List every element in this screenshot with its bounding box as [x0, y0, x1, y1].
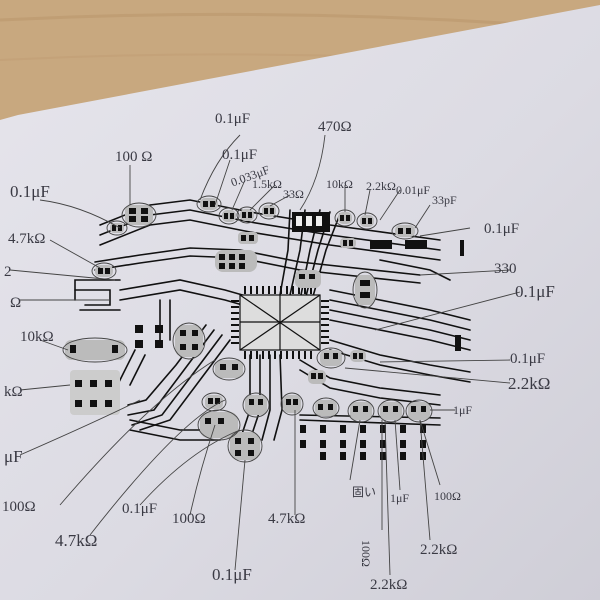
label-uF-left: μF — [4, 447, 23, 466]
label-0-1uF-left: 0.1μF — [10, 182, 50, 201]
pcb-layout — [74, 199, 471, 441]
label-100-ohm-small: 100Ω — [359, 540, 373, 567]
label-100-ohm-bottom-mid: 100Ω — [172, 511, 206, 527]
label-330: 330 — [494, 261, 517, 277]
label-japanese-note: 固い — [352, 485, 377, 499]
label-470-ohm: 470Ω — [318, 119, 352, 135]
label-1uF-right: 1μF — [453, 403, 473, 417]
label-0-01uF: 0.01μF — [396, 183, 431, 197]
label-10k-ohm-top: 10kΩ — [326, 177, 353, 191]
label-100-ohm-bottom-left: 100Ω — [2, 499, 36, 515]
label-33pF: 33pF — [432, 193, 457, 207]
label-2-2k-ohm-top: 2.2kΩ — [366, 179, 396, 193]
label-33-ohm: 33Ω — [283, 187, 304, 201]
leader-lines — [9, 134, 521, 576]
label-100-ohm-bottom-right: 100Ω — [434, 489, 461, 503]
label-1uF-bottom: 1μF — [390, 491, 410, 505]
component-pads — [65, 198, 464, 460]
label-4-7k-ohm-bottom-left: 4.7kΩ — [55, 531, 98, 550]
label-k-ohm-left: kΩ — [4, 384, 23, 400]
label-0-1uF-bottom: 0.1μF — [122, 501, 158, 517]
label-0-1uF-second: 0.1μF — [222, 147, 258, 163]
main-chip — [239, 294, 321, 351]
label-4-7k-ohm-left: 4.7kΩ — [8, 231, 46, 247]
label-0-1uF-right-3: 0.1μF — [510, 351, 546, 367]
label-0-1uF-top: 0.1μF — [215, 111, 251, 127]
label-4-7k-ohm-bottom-mid: 4.7kΩ — [268, 511, 306, 527]
chip-pins — [231, 286, 329, 359]
label-0-1uF-lowest: 0.1μF — [212, 565, 252, 584]
label-2-left: 2 — [4, 264, 12, 280]
label-2-2k-ohm-bottom-2: 2.2kΩ — [370, 577, 408, 593]
label-2-2k-ohm-right: 2.2kΩ — [508, 374, 551, 393]
label-2-2k-ohm-bottom-1: 2.2kΩ — [420, 542, 458, 558]
label-0-1uF-right-2: 0.1μF — [515, 282, 555, 301]
label-10k-ohm-left: 10kΩ — [20, 329, 54, 345]
label-ohm-left: Ω — [10, 295, 22, 311]
label-100-ohm-top: 100 Ω — [115, 149, 153, 165]
rings — [62, 195, 433, 463]
label-0-1uF-right-1: 0.1μF — [484, 221, 520, 237]
label-1-5k-ohm: 1.5kΩ — [252, 177, 282, 191]
